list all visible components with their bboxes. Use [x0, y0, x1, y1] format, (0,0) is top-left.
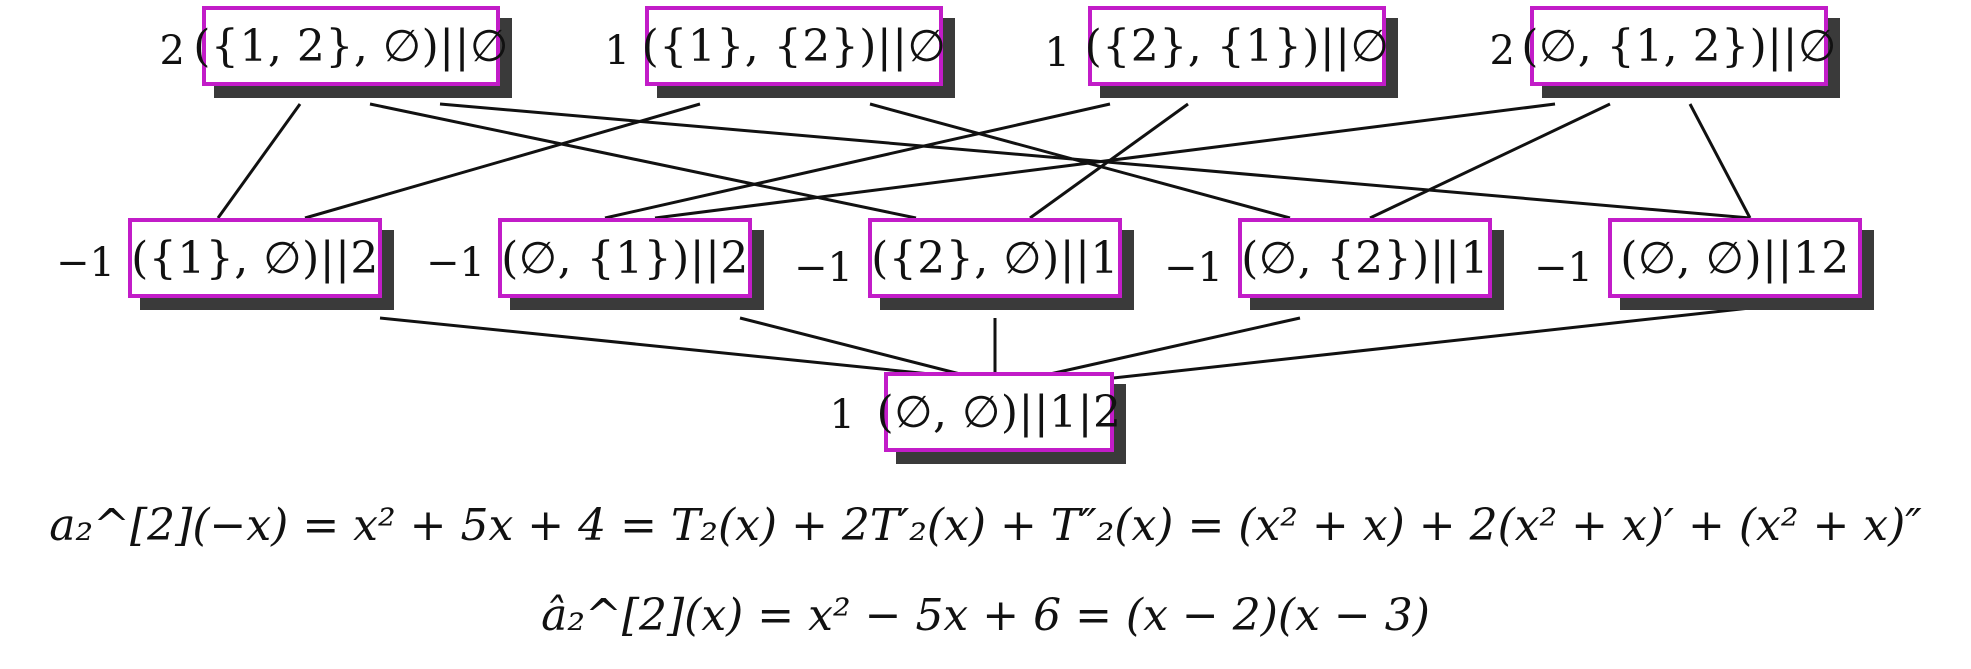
middle-node-5-coefficient: −1 [1534, 245, 1593, 291]
middle-node-4-coefficient: −1 [1164, 245, 1223, 291]
top-node-3-label: ({2}, {1})||∅ [1084, 20, 1390, 72]
middle-node-3-label: ({2}, ∅)||1 [871, 232, 1119, 284]
middle-node-3: ({2}, ∅)||1 [868, 218, 1122, 298]
middle-node-3-coefficient: −1 [794, 245, 853, 291]
edge [1094, 306, 1751, 382]
edge [379, 316, 931, 376]
edge [869, 102, 1291, 220]
bottom-node-label: (∅, ∅)||1|2 [876, 386, 1122, 438]
middle-node-1-label: ({1}, ∅)||2 [131, 232, 379, 284]
middle-node-5: (∅, ∅)||12 [1608, 218, 1862, 298]
edge [304, 102, 701, 220]
middle-node-2-label: (∅, {1})||2 [501, 232, 749, 284]
edge [369, 102, 917, 220]
top-node-2-label: ({1}, {2})||∅ [641, 20, 947, 72]
top-node-2: ({1}, {2})||∅ [642, 6, 946, 86]
middle-node-1: ({1}, ∅)||2 [128, 218, 382, 298]
equation-line-1: a₂^[2](−x) = x² + 5x + 4 = T₂(x) + 2T′₂(… [49, 500, 1922, 551]
middle-node-2-coefficient: −1 [426, 240, 485, 286]
equation-line-2: â₂^[2](x) = x² − 5x + 6 = (x − 2)(x − 3) [541, 590, 1430, 641]
middle-node-2: (∅, {1})||2 [498, 218, 752, 298]
top-node-1-label: ({1, 2}, ∅)||∅ [193, 20, 509, 72]
top-node-1: ({1, 2}, ∅)||∅ [193, 6, 508, 86]
edge [654, 102, 1556, 220]
edge [739, 316, 961, 376]
middle-node-1-coefficient: −1 [56, 240, 115, 286]
top-node-3-coefficient: 1 [1044, 30, 1070, 76]
middle-node-4-label: (∅, {2})||1 [1241, 232, 1489, 284]
bottom-node: (∅, ∅)||1|2 [877, 372, 1121, 452]
edge [1049, 316, 1301, 376]
top-node-2-coefficient: 1 [604, 28, 630, 74]
middle-node-4: (∅, {2})||1 [1238, 218, 1492, 298]
bottom-node-coefficient: 1 [829, 392, 855, 438]
top-node-4-label: (∅, {1, 2})||∅ [1521, 20, 1837, 72]
top-node-4-coefficient: 2 [1489, 28, 1515, 74]
edge [216, 103, 302, 219]
top-node-4: (∅, {1, 2})||∅ [1521, 6, 1836, 86]
edge [604, 102, 1111, 220]
middle-node-5-label: (∅, ∅)||12 [1620, 232, 1850, 284]
edge [1369, 102, 1611, 220]
edge [1688, 103, 1752, 219]
top-node-3: ({2}, {1})||∅ [1085, 6, 1389, 86]
top-node-1-coefficient: 2 [159, 28, 185, 74]
